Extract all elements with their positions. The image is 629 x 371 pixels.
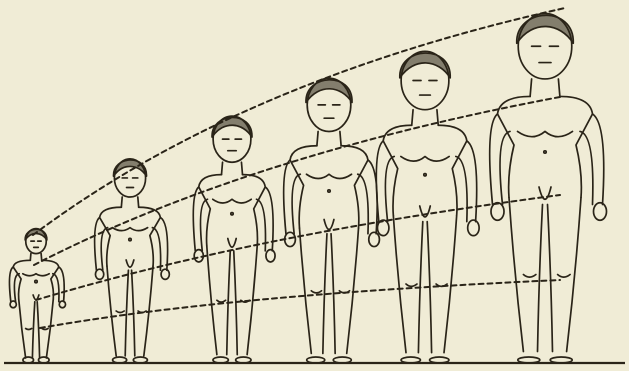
illustration-drawing xyxy=(0,0,629,371)
growth-proportions-illustration xyxy=(0,0,629,371)
paper-background xyxy=(0,0,629,371)
